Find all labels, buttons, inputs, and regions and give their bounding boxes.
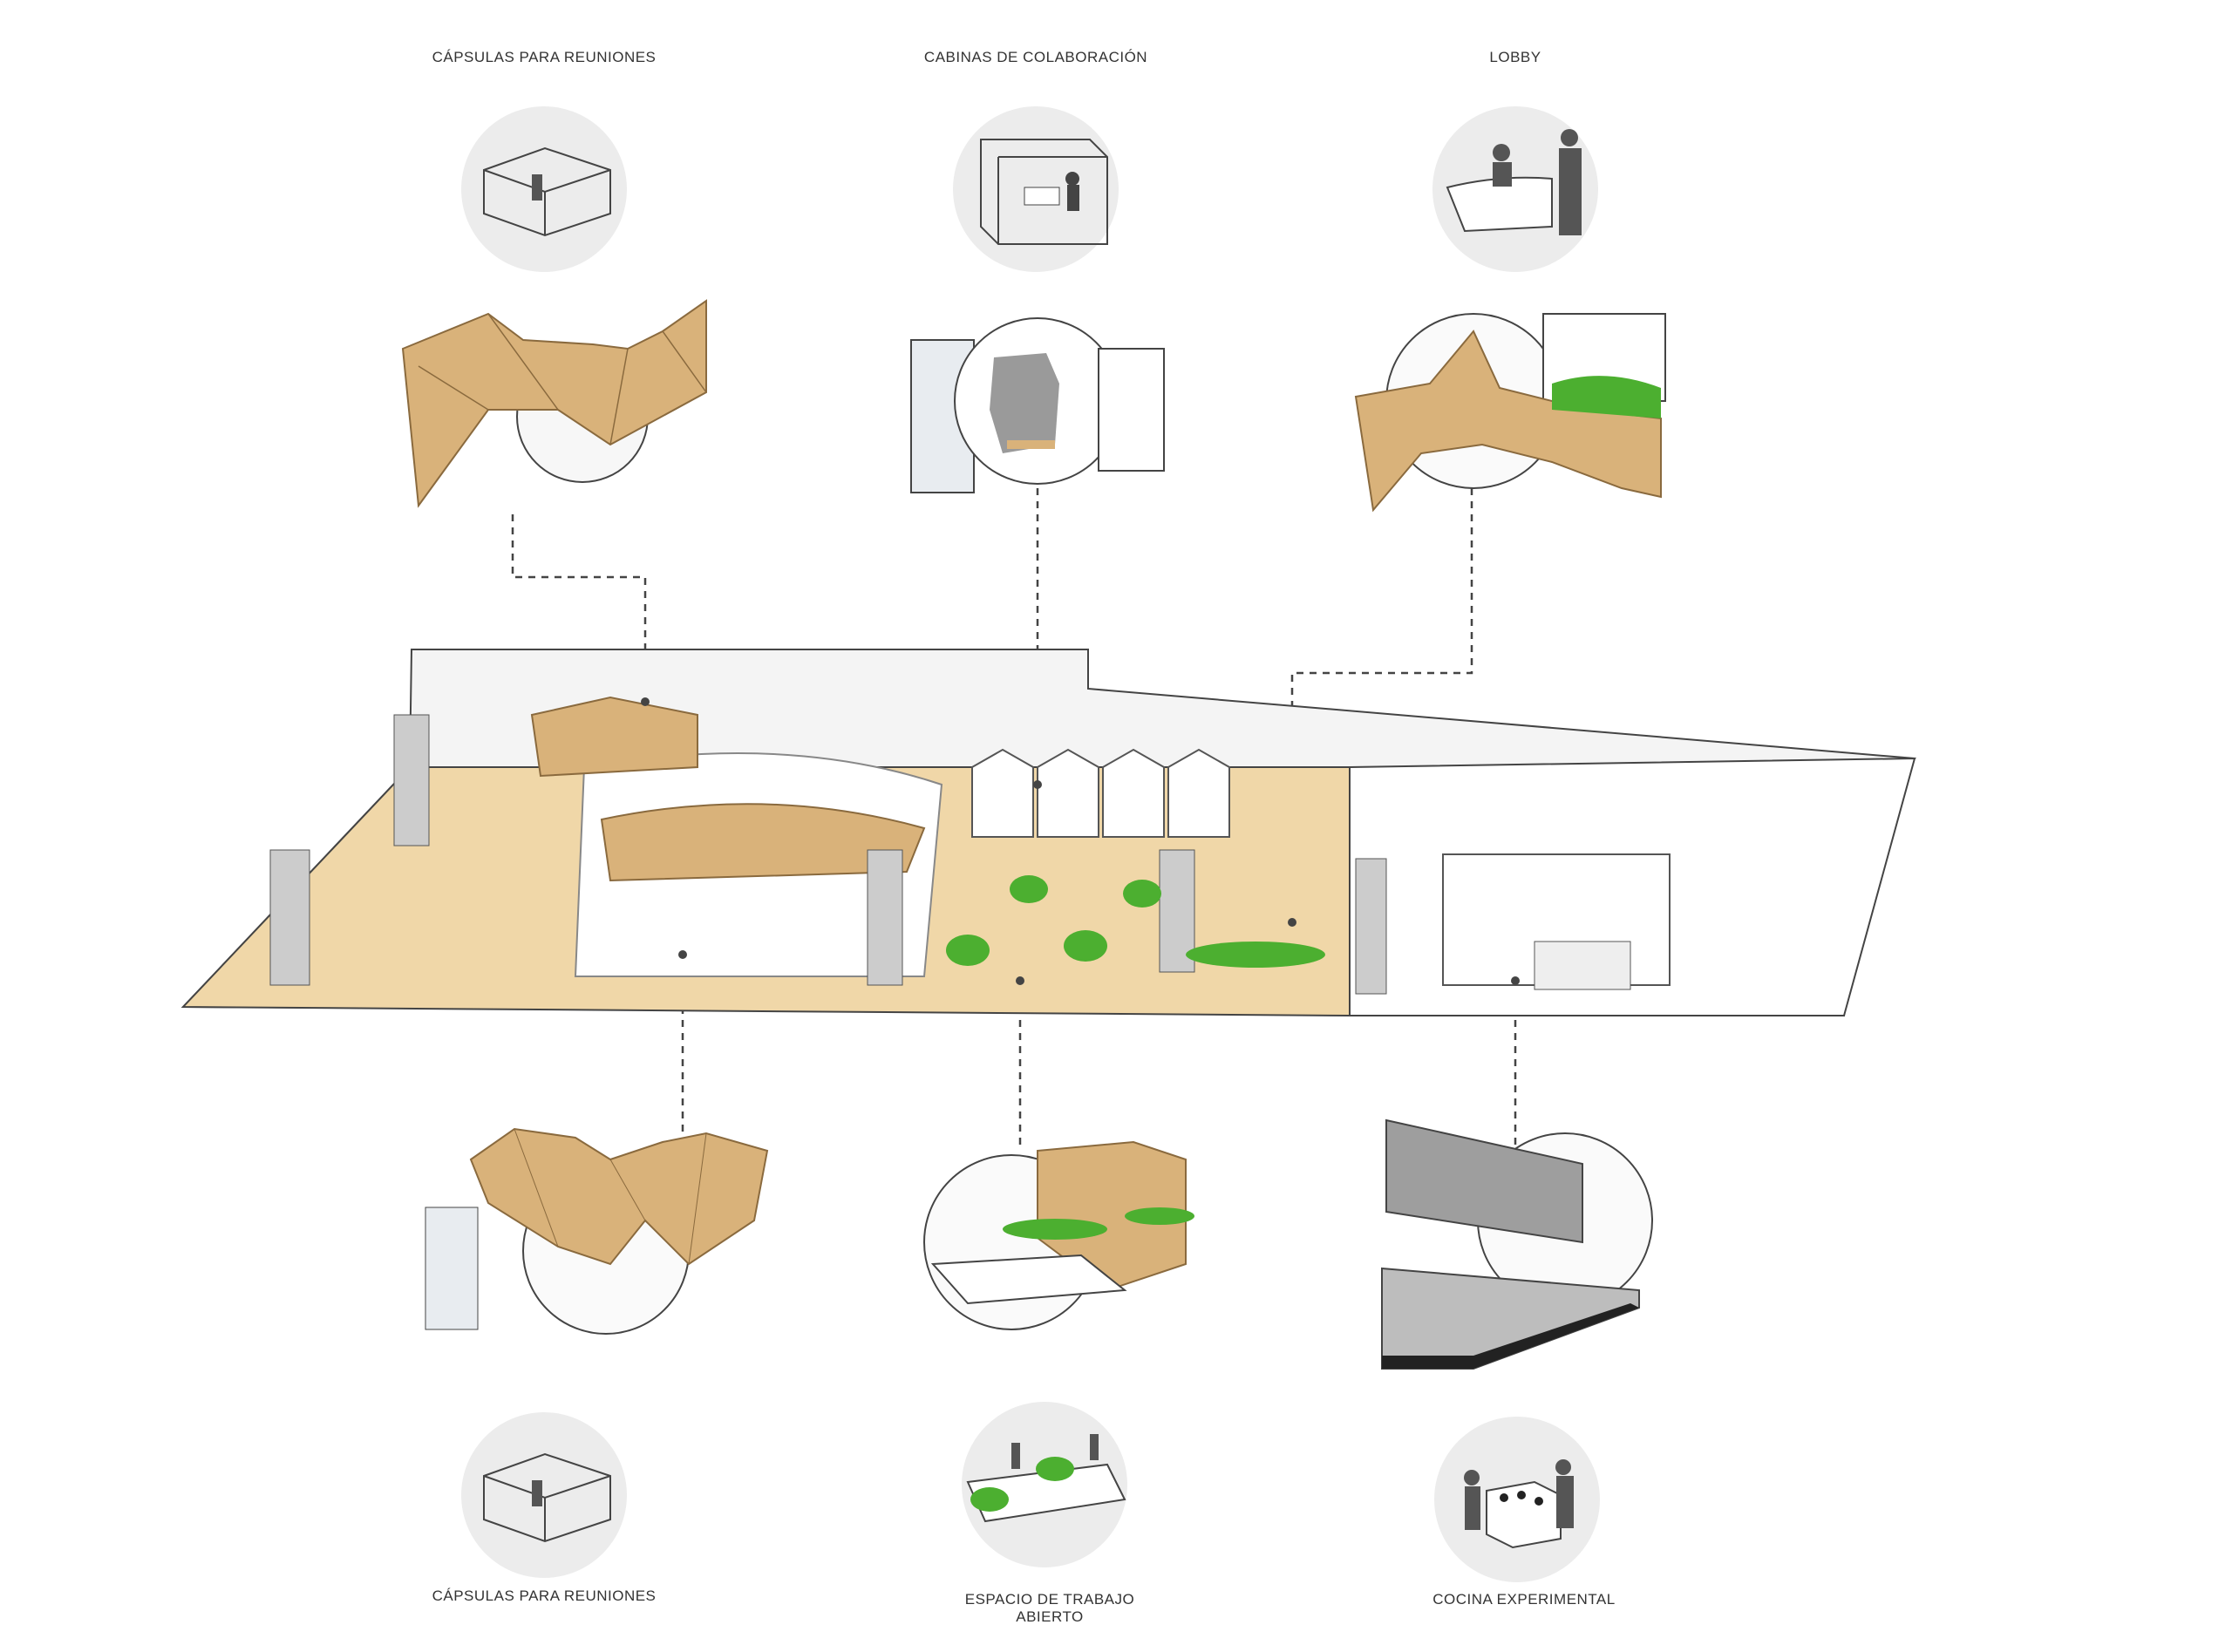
detail-lobby-top <box>1354 313 1666 513</box>
detail-meeting-pod-top <box>401 299 707 508</box>
label-open-workspace-line1: ESPACIO DE TRABAJO <box>964 1591 1135 1608</box>
detail-open-workspace-bottom <box>923 1140 1194 1330</box>
label-open-workspace-line2: ABIERTO <box>1016 1608 1084 1625</box>
detail-meeting-pod-bottom <box>425 1127 769 1335</box>
icon-meeting-pod-top <box>461 106 627 272</box>
detail-kitchen-bottom <box>1381 1118 1653 1370</box>
icon-collaboration-booth-top <box>953 106 1119 272</box>
label-meeting-pods-bottom: CÁPSULAS PARA REUNIONES <box>432 1587 657 1604</box>
label-lobby: LOBBY <box>1489 49 1541 65</box>
label-meeting-pods-top: CÁPSULAS PARA REUNIONES <box>432 49 657 65</box>
detail-collaboration-booth-top <box>910 317 1165 493</box>
main-floor-plan <box>180 649 1916 1017</box>
label-collaboration-booths: CABINAS DE COLABORACIÓN <box>923 49 1148 65</box>
label-open-workspace: ESPACIO DE TRABAJO ABIERTO <box>965 1591 1134 1626</box>
label-experimental-kitchen: COCINA EXPERIMENTAL <box>1432 1591 1616 1608</box>
icon-meeting-pod-bottom <box>461 1412 627 1578</box>
icon-open-workspace-bottom <box>962 1402 1127 1567</box>
icon-kitchen-bottom <box>1434 1417 1600 1582</box>
icon-lobby-top <box>1432 106 1598 272</box>
